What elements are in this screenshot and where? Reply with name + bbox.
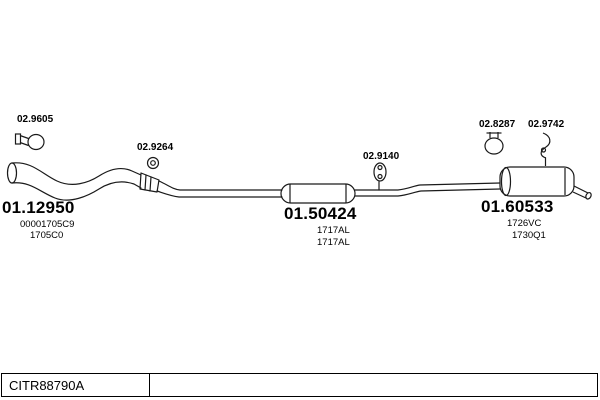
rear-pipe-run — [354, 181, 501, 197]
part-code-front-pipe-2: 1705C0 — [30, 230, 64, 241]
centre-silencer-shape — [280, 183, 356, 204]
part-number-centre-silencer: 01.50424 — [284, 204, 357, 223]
title-block: CITR88790A — [1, 373, 598, 397]
title-block-empty-cell — [150, 374, 597, 396]
catalog-reference: CITR88790A — [2, 374, 150, 396]
part-number-rear-hanger: 02.9742 — [528, 119, 565, 130]
part-code-front-pipe-1: 00001705C9 — [20, 219, 75, 230]
part-number-gasket-ring: 02.9264 — [137, 142, 174, 153]
part-code-rear-silencer-2: 1730Q1 — [512, 230, 546, 241]
part-number-front-clamp: 02.9605 — [17, 114, 54, 125]
part-code-centre-silencer-1: 1717AL — [317, 225, 350, 236]
exhaust-pipe-run — [6, 162, 283, 201]
gasket-ring-icon — [146, 156, 160, 170]
bracket-hanger-icon — [540, 132, 551, 166]
clamp-icon — [14, 133, 45, 151]
part-number-rear-silencer: 01.60533 — [481, 197, 554, 216]
part-code-centre-silencer-2: 1717AL — [317, 237, 350, 248]
rubber-hanger-icon — [373, 162, 387, 182]
clamp-icon — [484, 132, 504, 155]
part-number-front-pipe: 01.12950 — [2, 198, 75, 217]
part-number-centre-hanger: 02.9140 — [363, 151, 400, 162]
part-number-rear-clamp: 02.8287 — [479, 119, 516, 130]
rear-silencer-shape — [499, 166, 592, 200]
part-code-rear-silencer-1: 1726VC — [507, 218, 542, 229]
